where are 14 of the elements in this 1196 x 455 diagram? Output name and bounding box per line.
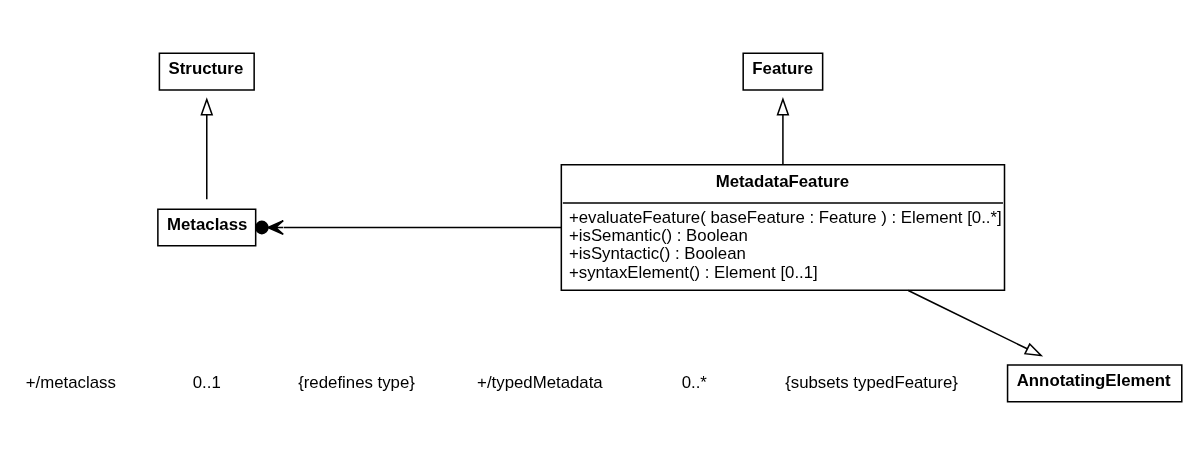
arrow [776,97,790,166]
arrow [200,97,214,201]
label: 0..* [681,372,707,392]
label: 0..1 [192,372,221,392]
node-box: Structure [158,52,255,91]
node-box: Feature [742,52,824,91]
node-box: Metaclass [157,208,257,247]
label: +/typedMetadata [477,372,603,392]
node-box: AnnotatingElement [1006,364,1183,403]
arrow [907,289,1044,357]
arrow [254,219,562,236]
label: {redefines type} [298,372,415,392]
label: +/metaclass [25,372,116,392]
label: {subsets typedFeature} [785,372,958,392]
